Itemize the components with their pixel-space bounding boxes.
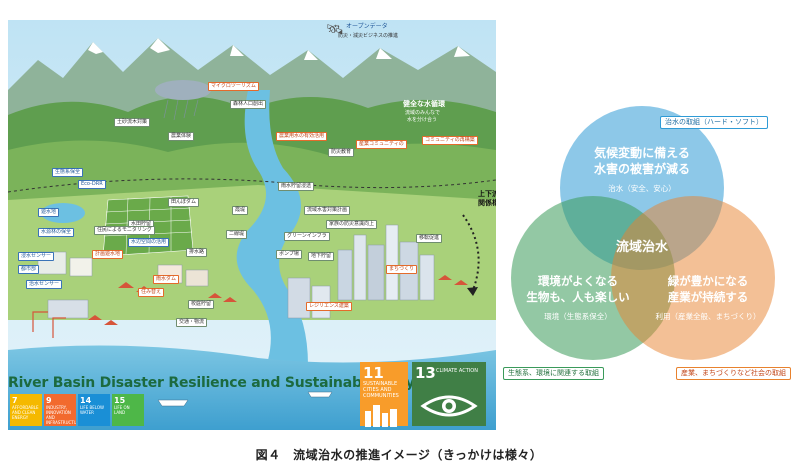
label-chip: 都市部 [18, 265, 40, 274]
label-chip: 農業体験 [168, 132, 195, 141]
label-chip: まちづくり [386, 265, 418, 274]
label-chip: 森林人口創出 [230, 100, 267, 109]
sdg-number: 15 [114, 396, 126, 405]
venn-right-sub: 利用（産業全般、まちづくり） [656, 311, 761, 321]
sdg-text: SUSTAINABLE CITIES AND COMMUNITIES [363, 381, 399, 399]
label-chip: 二線堤 [226, 230, 248, 239]
sdg-number: 14 [80, 396, 92, 405]
venn-center-label: 流域治水 [616, 239, 669, 255]
venn-diagram: 気候変動に備える 水害の被害が減る 治水（安全、安心） 流域治水 環境がよくなる… [511, 106, 775, 360]
label-chip: 流域水害対策計画 [304, 206, 351, 215]
label-chip: 交通・物流 [176, 318, 208, 327]
label-chip: 排水路 [186, 248, 208, 257]
label-chip: 土砂流木対策 [114, 118, 151, 127]
label-chip: グリーンインフラ [284, 232, 330, 241]
sdg-tile-7: 7 AFFORDABLE AND CLEAN ENERGY [10, 394, 42, 426]
label-chip: 雨水ダム [153, 275, 180, 284]
label-chip: 産業コミュニティの [356, 140, 407, 149]
sdg-text: INDUSTRY, INNOVATION AND INFRASTRUCTURE [46, 405, 76, 425]
city-icon [365, 405, 397, 427]
label-chip: Eco-DRR [78, 180, 106, 189]
sdg-tile-13: 13 CLIMATE ACTION [412, 362, 486, 426]
venn-right-tag: 産業、まちづくりなど社会の取組 [676, 367, 791, 380]
banner-title: River Basin Disaster Resilience and Sust… [8, 375, 439, 391]
label-chip: 家族の防災意識向上 [326, 220, 378, 229]
satellite-sub: 防災・減災ビジネスの推進 [338, 33, 399, 39]
snow-caps [88, 38, 470, 60]
label-chip: 雨水貯留浸透 [278, 182, 315, 191]
label-chip: 住み替え [138, 288, 165, 297]
label-chip: 移転促進 [416, 234, 443, 243]
satellite-icon: 🛰 [326, 22, 344, 38]
eye-globe-icon [420, 395, 478, 417]
venn-top-line2: 水害の被害が減る [594, 161, 690, 176]
label-chip: 校庭貯留 [188, 300, 215, 309]
sdg-number: 11 [363, 364, 384, 382]
rain-cloud [155, 80, 211, 121]
label-chip: 住民によるモニタリング [94, 226, 155, 235]
venn-left-line2: 生物も、人も楽しい [526, 290, 629, 304]
venn-right-line2: 産業が持続する [668, 290, 749, 304]
sdg-text: LIFE BELOW WATER [80, 405, 104, 415]
venn-left-tag: 生態系、環境に関連する取組 [503, 367, 604, 380]
label-chip: マイクロツーリズム [208, 82, 259, 91]
venn-top-line1: 気候変動に備える [594, 145, 690, 160]
venn-left-line1: 環境がよくなる [538, 274, 618, 288]
label-chip: 生態系保全 [52, 168, 84, 177]
label-chip: 田んぼダム [168, 198, 200, 207]
label-chip: 霞堤 [232, 206, 249, 215]
label-chip: 水源林の保全 [38, 228, 75, 237]
sdg-tile-14: 14 LIFE BELOW WATER [78, 394, 110, 426]
ship-small [307, 391, 333, 398]
satellite-label: オープンデータ [346, 23, 388, 30]
sdg-number: 9 [46, 396, 52, 405]
figure-caption: 図４ 流域治水の推進イメージ（きっかけは様々） [255, 448, 543, 462]
venn-top-sub: 治水（安全、安心） [608, 183, 676, 193]
sdg-text: CLIMATE ACTION [436, 368, 478, 374]
coordination-arrowhead [467, 287, 478, 296]
ship [157, 399, 189, 407]
port-cranes [32, 311, 66, 338]
label-chip: 遊水地 [38, 208, 60, 217]
sdg-text: AFFORDABLE AND CLEAN ENERGY [12, 405, 39, 420]
label-chip: コミュニティの再構築 [422, 136, 478, 145]
venn-top-tag: 治水の取組（ハード・ソフト） [660, 116, 768, 129]
label-chip: 水辺空間の活用 [128, 238, 170, 247]
label-chip: ポンプ場 [276, 250, 302, 259]
label-chip: 計画遊水地 [92, 250, 124, 259]
venn-left-sub: 環境（生態系保全） [544, 311, 612, 321]
sdg-tile-11: 11 SUSTAINABLE CITIES AND COMMUNITIES [360, 362, 408, 427]
coordination-arrow [462, 214, 480, 291]
sdg-number: 7 [12, 396, 18, 405]
sdg-tile-9: 9 INDUSTRY, INNOVATION AND INFRASTRUCTUR… [44, 394, 76, 426]
label-chip: 治水センサー [26, 280, 63, 289]
label-chip: 地下貯留 [308, 252, 335, 261]
coordination-label-2: 関係構築 [478, 199, 496, 207]
coordination-label-1: 上下流の [478, 190, 496, 198]
healthy-water-sub1: 流域のみんなで [405, 110, 441, 116]
label-chip: レジリエンス建築 [306, 302, 352, 311]
label-chip: 浸水センサー [18, 252, 55, 261]
sdg-number: 13 [415, 364, 436, 382]
sdg-text: LIFE ON LAND [114, 405, 130, 415]
sdg-tile-15: 15 LIFE ON LAND [112, 394, 144, 426]
healthy-water-title: 健全な水循環 [403, 100, 445, 108]
venn-circle-right [611, 196, 775, 360]
venn-right-line1: 緑が豊かになる [668, 274, 749, 288]
healthy-water-sub2: 水を分け合う [407, 117, 438, 123]
label-chip: 防災教育 [328, 148, 355, 157]
label-chip: 農業用水の有効活用 [276, 132, 328, 141]
